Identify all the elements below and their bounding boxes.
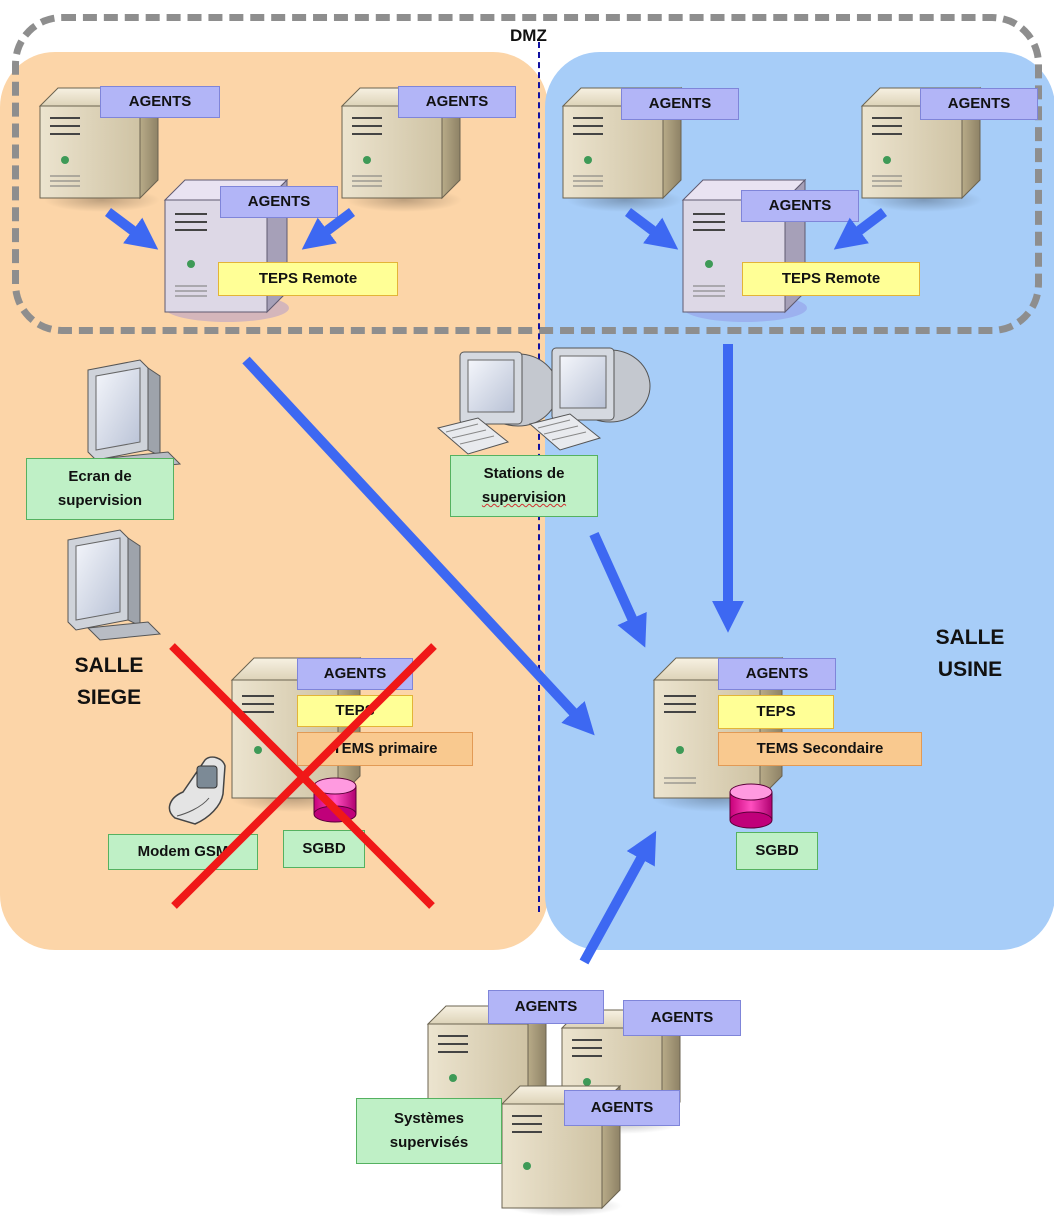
usine-teps-remote-text: TEPS Remote <box>781 270 881 287</box>
server-icon <box>38 86 160 212</box>
usine-server-agents: AGENTS <box>718 658 836 690</box>
monitor-icon <box>436 351 559 455</box>
failure-cross-icon <box>169 643 437 909</box>
siege-sgbd-label: SGBD <box>283 830 365 868</box>
siege-dmz-agents-right: AGENTS <box>398 86 516 118</box>
supervised-agents-2: AGENTS <box>623 1000 741 1036</box>
phone-icon <box>168 756 226 825</box>
arrow-usine-left-to-center <box>625 208 679 250</box>
ecran-supervision-label: Ecran de supervision <box>26 458 174 520</box>
supervised-agents-3: AGENTS <box>564 1090 680 1126</box>
usine-teps-remote-label: TEPS Remote <box>742 262 920 296</box>
usine-dmz-agents-center: AGENTS <box>741 190 859 222</box>
salle-siege-title-line1: SALLE <box>74 654 144 677</box>
dmz-label: DMZ <box>510 26 547 45</box>
siege-dmz-agents-left: AGENTS <box>100 86 220 118</box>
systemes-supervises-line1: Systèmes <box>393 1110 465 1127</box>
arrow-supervised-to-usine <box>579 830 657 965</box>
stations-supervision-label: Stations de supervision <box>450 455 598 517</box>
monitor-icon <box>87 359 182 471</box>
arrow-siege-left-to-center <box>105 208 159 250</box>
database-icon <box>729 783 773 829</box>
salle-usine-title: SALLE USINE <box>910 622 1030 686</box>
arrow-stations-to-usine <box>589 531 647 648</box>
siege-teps-remote-text: TEPS Remote <box>258 270 358 287</box>
arrow-siege-right-to-center <box>301 208 355 250</box>
systemes-supervises-label: Systèmes supervisés <box>356 1098 502 1164</box>
salle-usine-title-line1: SALLE <box>935 626 1005 649</box>
salle-siege-title: SALLE SIEGE <box>44 650 174 714</box>
ecran-supervision-line1: Ecran de <box>68 468 132 485</box>
systemes-supervises-line2: supervisés <box>389 1134 469 1151</box>
usine-sgbd-label: SGBD <box>736 832 818 870</box>
stations-supervision-line2: supervision <box>481 489 567 506</box>
monitor-icon <box>528 347 651 451</box>
ecran-supervision-line2: supervision <box>57 492 143 509</box>
usine-dmz-agents-right: AGENTS <box>920 88 1038 120</box>
arrow-usine-right-to-center <box>833 208 887 250</box>
dmz-boundary <box>12 14 1042 334</box>
salle-usine-title-line2: USINE <box>937 658 1003 681</box>
monitor-icon <box>67 529 162 641</box>
salle-siege-title-line2: SIEGE <box>76 686 142 709</box>
usine-server-teps: TEPS <box>718 695 834 729</box>
usine-server-tems-secondaire: TEMS Secondaire <box>718 732 922 766</box>
arrow-siege-teps-remote-to-usine <box>242 356 595 736</box>
siege-dmz-agents-center: AGENTS <box>220 186 338 218</box>
siege-teps-remote-label: TEPS Remote <box>218 262 398 296</box>
supervised-agents-1: AGENTS <box>488 990 604 1024</box>
stations-supervision-line1: Stations de <box>483 465 565 482</box>
usine-dmz-agents-left: AGENTS <box>621 88 739 120</box>
server-icon <box>860 86 982 212</box>
